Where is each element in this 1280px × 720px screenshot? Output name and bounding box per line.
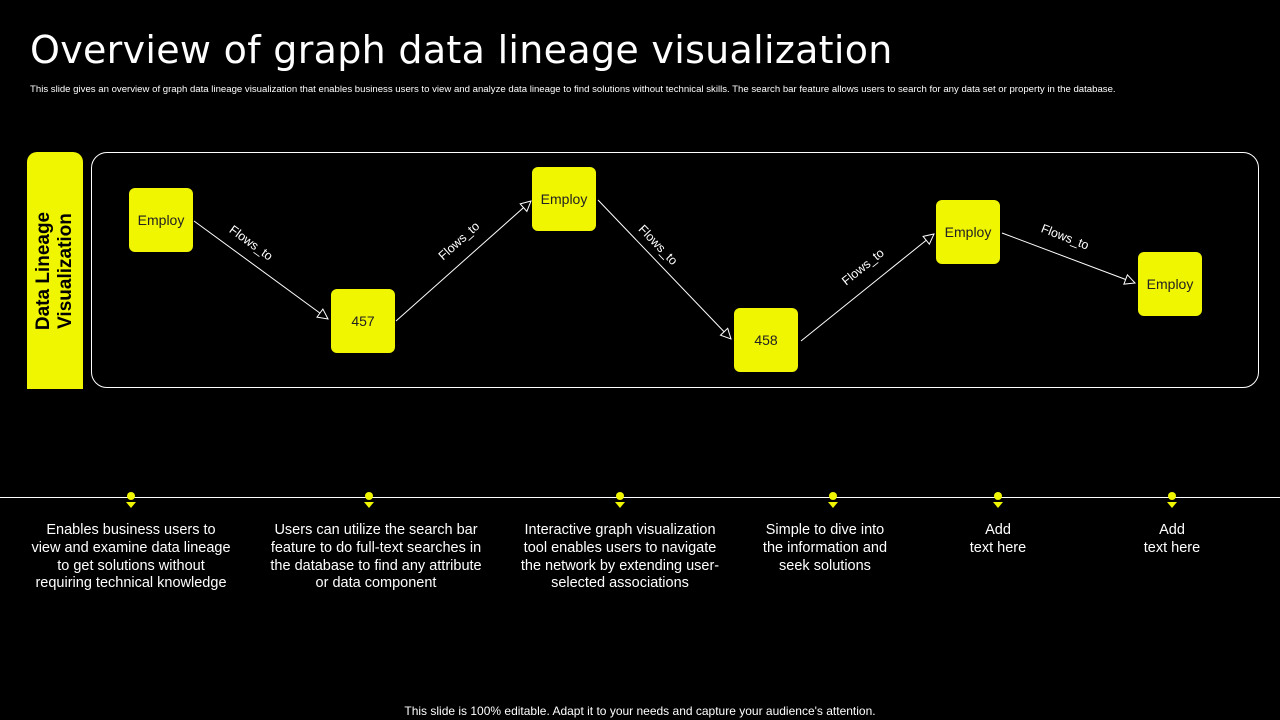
edge-line bbox=[193, 220, 328, 319]
timeline-point-text: Add text here bbox=[1143, 522, 1201, 556]
timeline-point-text: Simple to dive into the information and … bbox=[762, 522, 888, 574]
timeline-marker-icon bbox=[828, 492, 838, 510]
timeline-marker-icon bbox=[1167, 492, 1177, 510]
edge-line bbox=[395, 201, 531, 322]
graph-node[interactable]: Employ bbox=[129, 188, 193, 252]
graph-node[interactable]: 457 bbox=[331, 289, 395, 353]
side-label-panel: Data Lineage Visualization bbox=[27, 152, 83, 389]
timeline-point-text: Add text here bbox=[969, 522, 1027, 556]
footer-note: This slide is 100% editable. Adapt it to… bbox=[404, 704, 876, 718]
timeline-marker-icon bbox=[993, 492, 1003, 510]
graph-node[interactable]: Employ bbox=[1138, 252, 1202, 316]
edge-line bbox=[800, 234, 934, 342]
timeline-point-text: Enables business users to view and exami… bbox=[31, 522, 231, 592]
graph-node[interactable]: Employ bbox=[936, 200, 1000, 264]
graph-node[interactable]: Employ bbox=[532, 167, 596, 231]
graph-frame bbox=[91, 152, 1259, 388]
edge-line bbox=[597, 199, 731, 339]
timeline-point-text: Users can utilize the search bar feature… bbox=[270, 522, 482, 592]
timeline-marker-icon bbox=[126, 492, 136, 510]
graph-node[interactable]: 458 bbox=[734, 308, 798, 372]
timeline-line bbox=[0, 497, 1280, 498]
page-subtitle: This slide gives an overview of graph da… bbox=[30, 84, 1116, 95]
edge-line bbox=[1001, 232, 1135, 283]
timeline-marker-icon bbox=[364, 492, 374, 510]
page-title: Overview of graph data lineage visualiza… bbox=[30, 28, 893, 72]
timeline-marker-icon bbox=[615, 492, 625, 510]
timeline-point-text: Interactive graph visualization tool ena… bbox=[520, 522, 720, 592]
